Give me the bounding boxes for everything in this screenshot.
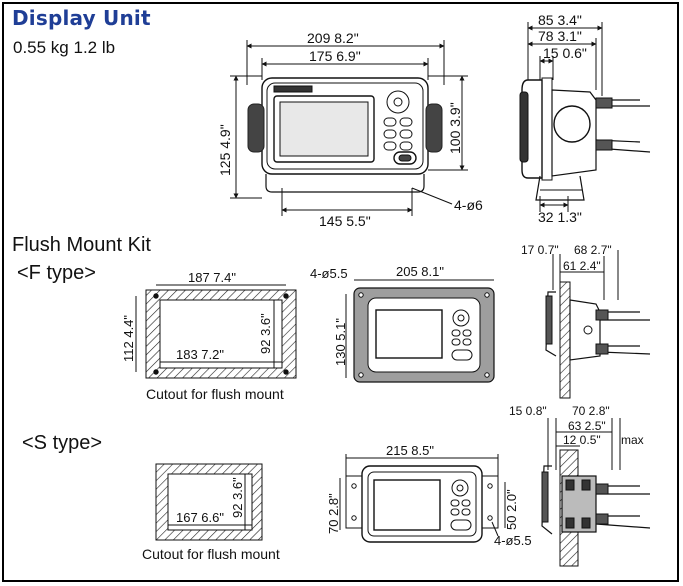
- f-cutout-inner-width: 183 7.2": [176, 347, 224, 362]
- display-unit-title: Display Unit: [12, 6, 151, 30]
- f-type-panel-drawing: [345, 279, 495, 383]
- f-cutout-height: 112 4.4": [121, 315, 136, 362]
- f-panel-holes: 4-ø5.5: [310, 266, 348, 281]
- dim-height-outer: 125 4.9": [217, 124, 233, 176]
- f-side-depth: 61 2.4": [563, 259, 601, 273]
- s-height-right: 50 2.0": [504, 489, 519, 530]
- dim-height-inner: 100 3.9": [447, 102, 463, 154]
- s-holes: 4-ø5.5: [494, 533, 532, 548]
- display-unit-weight: 0.55 kg 1.2 lb: [13, 38, 116, 57]
- dim-bracket: 32 1.3": [538, 209, 582, 225]
- display-unit-side-view: [519, 22, 651, 212]
- f-type-side-drawing: [545, 250, 651, 399]
- f-type-cutout-labels: 187 7.4" 183 7.2" 112 4.4" 92 3.6": [121, 270, 273, 362]
- s-side-depth2: 12 0.5": [563, 433, 601, 447]
- s-height-left: 70 2.8": [326, 493, 341, 534]
- flush-mount-kit-title: Flush Mount Kit: [12, 234, 151, 256]
- s-type-front-drawing: [339, 454, 506, 543]
- dim-depth-front: 15 0.6": [543, 45, 587, 61]
- f-type-label: <F type>: [17, 262, 96, 284]
- f-side-front: 17 0.7": [521, 243, 559, 257]
- display-unit-front-labels: 209 8.2" 175 6.9" 125 4.9" 100 3.9" 145 …: [217, 30, 483, 229]
- s-type-cutout-drawing: [155, 463, 263, 541]
- s-type-side-drawing: [541, 418, 651, 567]
- f-type-side-labels: 17 0.7" 68 2.7" 61 2.4": [521, 243, 612, 273]
- s-side-max: max: [621, 433, 644, 447]
- s-side-total: 70 2.8": [572, 404, 610, 418]
- s-cutout-height: 92 3.6": [230, 477, 245, 518]
- dim-holes: 4-ø6: [454, 197, 483, 213]
- s-type-front-labels: 215 8.5" 70 2.8" 50 2.0" 4-ø5.5: [326, 443, 532, 548]
- s-type-cutout-caption: Cutout for flush mount: [142, 546, 280, 562]
- s-overall-width: 215 8.5": [386, 443, 434, 458]
- dim-overall-width: 209 8.2": [307, 30, 359, 46]
- s-type-label: <S type>: [22, 432, 103, 454]
- display-unit-front-view: [230, 40, 468, 216]
- f-type-cutout-caption: Cutout for flush mount: [146, 386, 284, 402]
- dim-depth-total: 85 3.4": [538, 12, 582, 28]
- f-type-cutout-drawing: [135, 284, 297, 379]
- s-type-side-labels: 15 0.8" 70 2.8" 63 2.5" 12 0.5" max: [509, 404, 644, 447]
- f-panel-height: 130 5.1": [333, 318, 348, 366]
- f-cutout-width: 187 7.4": [188, 270, 236, 285]
- f-type-panel-labels: 4-ø5.5 205 8.1" 130 5.1": [310, 264, 444, 366]
- dim-base-width: 145 5.5": [319, 213, 371, 229]
- f-side-total: 68 2.7": [574, 243, 612, 257]
- s-side-front: 15 0.8": [509, 404, 547, 418]
- f-panel-width: 205 8.1": [396, 264, 444, 279]
- f-cutout-inner-height: 92 3.6": [258, 313, 273, 354]
- s-cutout-width: 167 6.6": [176, 510, 224, 525]
- s-type-cutout-labels: 167 6.6" 92 3.6": [176, 477, 245, 525]
- s-side-depth1: 63 2.5": [568, 419, 606, 433]
- dim-depth-mid: 78 3.1": [538, 28, 582, 44]
- display-unit-side-labels: 85 3.4" 78 3.1" 15 0.6" 32 1.3": [538, 12, 587, 225]
- dim-inner-width: 175 6.9": [309, 48, 361, 64]
